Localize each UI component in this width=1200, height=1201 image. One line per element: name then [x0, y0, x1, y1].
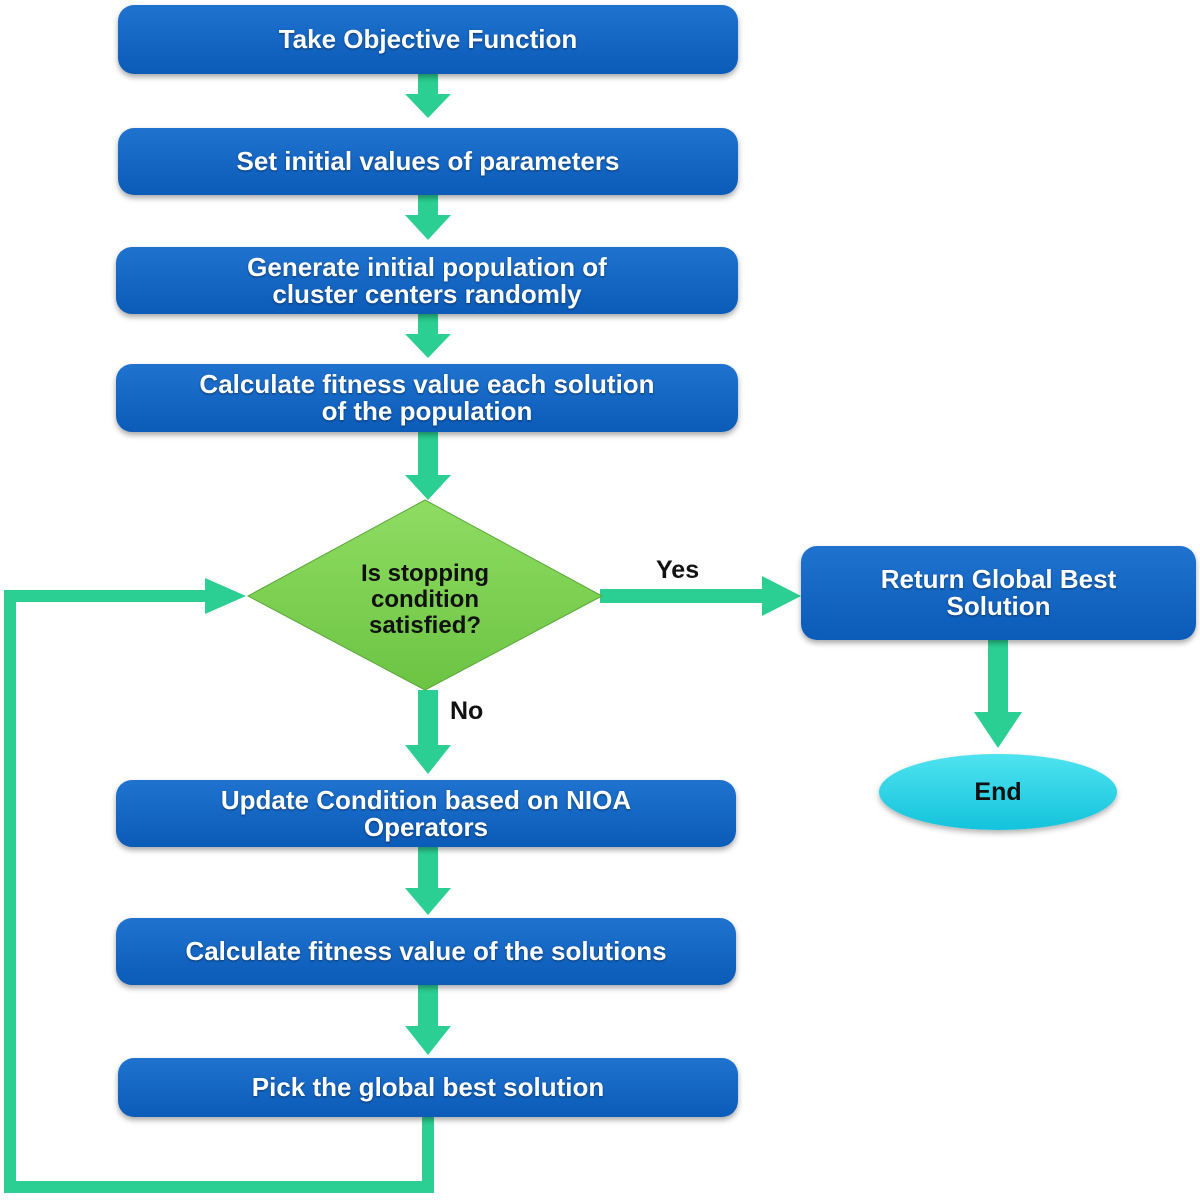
decision-text: Is stopping condition satisfied? [361, 560, 489, 639]
arrow-update-to-calc [405, 847, 451, 915]
calculate-fitness-population-box: Calculate fitness value each solution of… [116, 364, 738, 432]
end-terminal: End [879, 754, 1117, 830]
pick-global-best-box: Pick the global best solution [118, 1058, 738, 1117]
arrow-objective-to-init [405, 74, 451, 118]
generate-population-text: Generate initial population of cluster c… [247, 251, 607, 309]
return-global-best-text: Return Global Best Solution [880, 564, 1117, 621]
take-objective-function-text: Take Objective Function [278, 24, 578, 54]
calculate-fitness-population-text: Calculate fitness value each solution of… [199, 369, 655, 426]
end-text: End [974, 777, 1022, 806]
calculate-fitness-solutions-text: Calculate fitness value of the solutions [185, 936, 667, 966]
calculate-fitness-solutions-box: Calculate fitness value of the solutions [116, 918, 736, 985]
arrow-decision-no [405, 690, 451, 774]
yes-label: Yes [656, 556, 700, 584]
arrow-decision-yes [600, 576, 801, 616]
update-condition-text: Update Condition based on NIOA Operators [220, 784, 632, 842]
set-initial-values-box: Set initial values of parameters [118, 128, 738, 195]
no-label: No [450, 697, 484, 725]
return-global-best-box: Return Global Best Solution [801, 546, 1196, 640]
loop-back-connector [4, 590, 434, 1193]
arrow-fitness-to-decision [405, 432, 451, 500]
arrow-init-to-generate [405, 195, 451, 240]
decision-diamond [246, 499, 604, 691]
take-objective-function-box: Take Objective Function [118, 5, 738, 74]
arrow-return-to-end [974, 640, 1022, 748]
set-initial-values-text: Set initial values of parameters [236, 146, 620, 176]
update-condition-box: Update Condition based on NIOA Operators [116, 780, 736, 847]
arrow-generate-to-fitness [405, 314, 451, 358]
arrow-calc-to-pick [405, 985, 451, 1055]
pick-global-best-text: Pick the global best solution [251, 1072, 605, 1102]
generate-population-box: Generate initial population of cluster c… [116, 247, 738, 314]
loop-back-arrowhead [205, 578, 246, 614]
